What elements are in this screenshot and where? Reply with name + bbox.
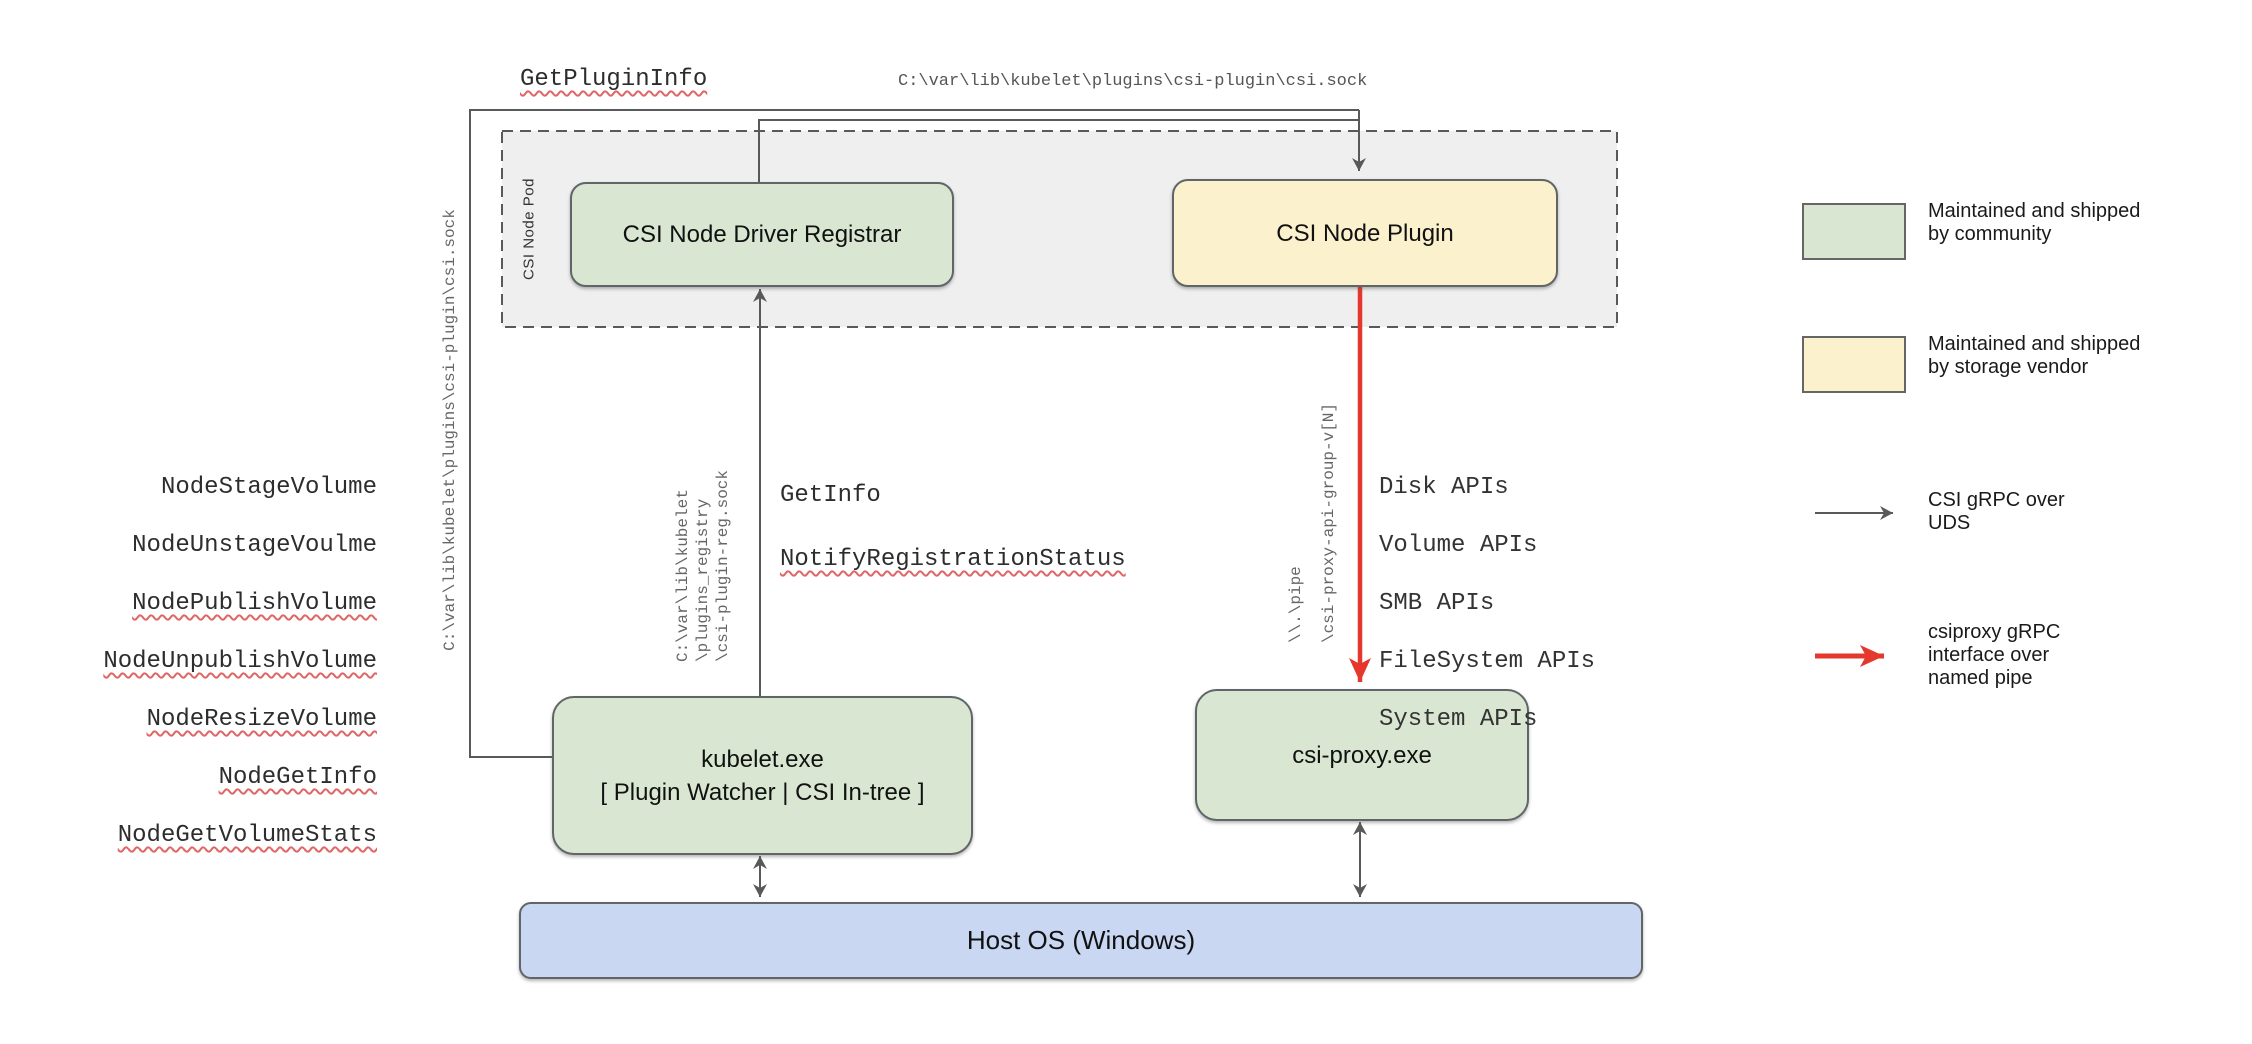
registration-call: GetInfo bbox=[780, 482, 881, 509]
node-call: NodeGetInfo bbox=[218, 764, 377, 791]
proxy-api-group: System APIs bbox=[1379, 706, 1538, 733]
csi-proxy-label: csi-proxy.exe bbox=[1292, 741, 1432, 769]
node-call: NodeResizeVolume bbox=[146, 706, 377, 733]
registration-call: NotifyRegistrationStatus bbox=[780, 546, 1126, 573]
kubelet-to-plugin-line bbox=[469, 109, 1359, 758]
csi-proxy-box: csi-proxy.exe bbox=[1195, 689, 1529, 821]
kubelet-label-line1: kubelet.exe bbox=[701, 745, 824, 773]
proxy-api-group: Disk APIs bbox=[1379, 474, 1509, 501]
node-call: NodeUnpublishVolume bbox=[103, 648, 377, 675]
host-os-label: Host OS (Windows) bbox=[966, 925, 1196, 955]
csi-sock-path-vertical-label: C:\var\lib\kubelet\plugins\csi-plugin\cs… bbox=[441, 209, 459, 651]
proxy-api-groups-list: Disk APIs Volume APIs SMB APIs FileSyste… bbox=[1379, 444, 1595, 763]
csi-node-plugin-box: CSI Node Plugin bbox=[1172, 179, 1558, 287]
registry-sock-path-label: C:\var\lib\kubelet \plugins_registry \cs… bbox=[674, 469, 732, 663]
csi-sock-path-top-label: C:\var\lib\kubelet\plugins\csi-plugin\cs… bbox=[898, 72, 1368, 91]
legend-vendor-label: Maintained and shipped by storage vendor bbox=[1928, 333, 2141, 378]
plugin-label: CSI Node Plugin bbox=[1276, 219, 1454, 247]
host-os-box: Host OS (Windows) bbox=[519, 902, 1643, 979]
legend-community-label: Maintained and shipped by community bbox=[1928, 200, 2141, 245]
proxy-api-group: Volume APIs bbox=[1379, 532, 1538, 559]
proxy-api-group: FileSystem APIs bbox=[1379, 648, 1596, 675]
legend-vendor-swatch bbox=[1802, 336, 1906, 393]
registration-calls-list: GetInfo NotifyRegistrationStatus bbox=[780, 448, 1126, 608]
node-call: NodeUnstageVoulme bbox=[132, 532, 377, 559]
kubelet-box: kubelet.exe [ Plugin Watcher | CSI In-tr… bbox=[552, 696, 973, 855]
registrar-to-plugin-line bbox=[758, 119, 1359, 182]
legend-community-swatch bbox=[1802, 203, 1906, 260]
node-calls-list: NodeStageVolume NodeUnstageVoulme NodePu… bbox=[60, 444, 377, 879]
node-call: NodeStageVolume bbox=[160, 474, 377, 501]
get-plugin-info-label: GetPluginInfo bbox=[520, 66, 708, 93]
csi-node-driver-registrar-box: CSI Node Driver Registrar bbox=[570, 182, 954, 287]
legend-uds-label: CSI gRPC over UDS bbox=[1928, 489, 2065, 534]
kubelet-label-line2: [ Plugin Watcher | CSI In-tree ] bbox=[600, 778, 925, 806]
node-call: NodeGetVolumeStats bbox=[117, 822, 377, 849]
legend-pipe-label: csiproxy gRPC interface over named pipe bbox=[1928, 621, 2061, 689]
registrar-label: CSI Node Driver Registrar bbox=[622, 221, 902, 248]
named-pipe-path-label: \\.\pipe \csi-proxy-api-group-v[N] bbox=[1287, 402, 1338, 644]
node-call: NodePublishVolume bbox=[132, 590, 377, 617]
csi-node-pod-label: CSI Node Pod bbox=[520, 178, 538, 280]
proxy-api-group: SMB APIs bbox=[1379, 590, 1495, 617]
